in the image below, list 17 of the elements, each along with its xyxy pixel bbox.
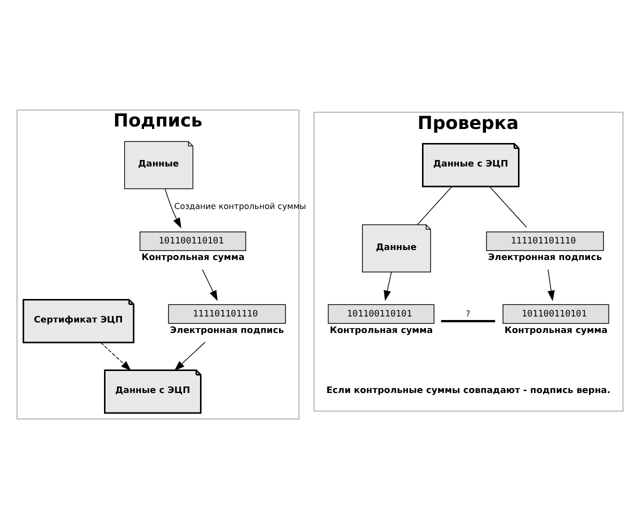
arrow	[384, 271, 392, 300]
edge-label: ?	[466, 308, 470, 318]
arrow	[100, 342, 132, 370]
connector	[441, 320, 496, 322]
node-label: Электронная подпись	[170, 325, 284, 336]
label: Если контрольные суммы совпадают - подпись верна.	[326, 386, 610, 396]
arrow	[547, 268, 555, 301]
node-label: Электронная подпись	[488, 252, 602, 263]
node-label: Контрольная сумма	[504, 325, 608, 336]
arrow	[164, 188, 182, 228]
connector	[489, 186, 527, 228]
arrow	[174, 341, 206, 370]
node-label: Контрольная сумма	[330, 325, 433, 336]
edge-label: Создание контрольной суммы	[174, 200, 306, 210]
node-label: Контрольная сумма	[142, 252, 245, 263]
connector	[416, 186, 452, 225]
arrow	[202, 268, 218, 300]
